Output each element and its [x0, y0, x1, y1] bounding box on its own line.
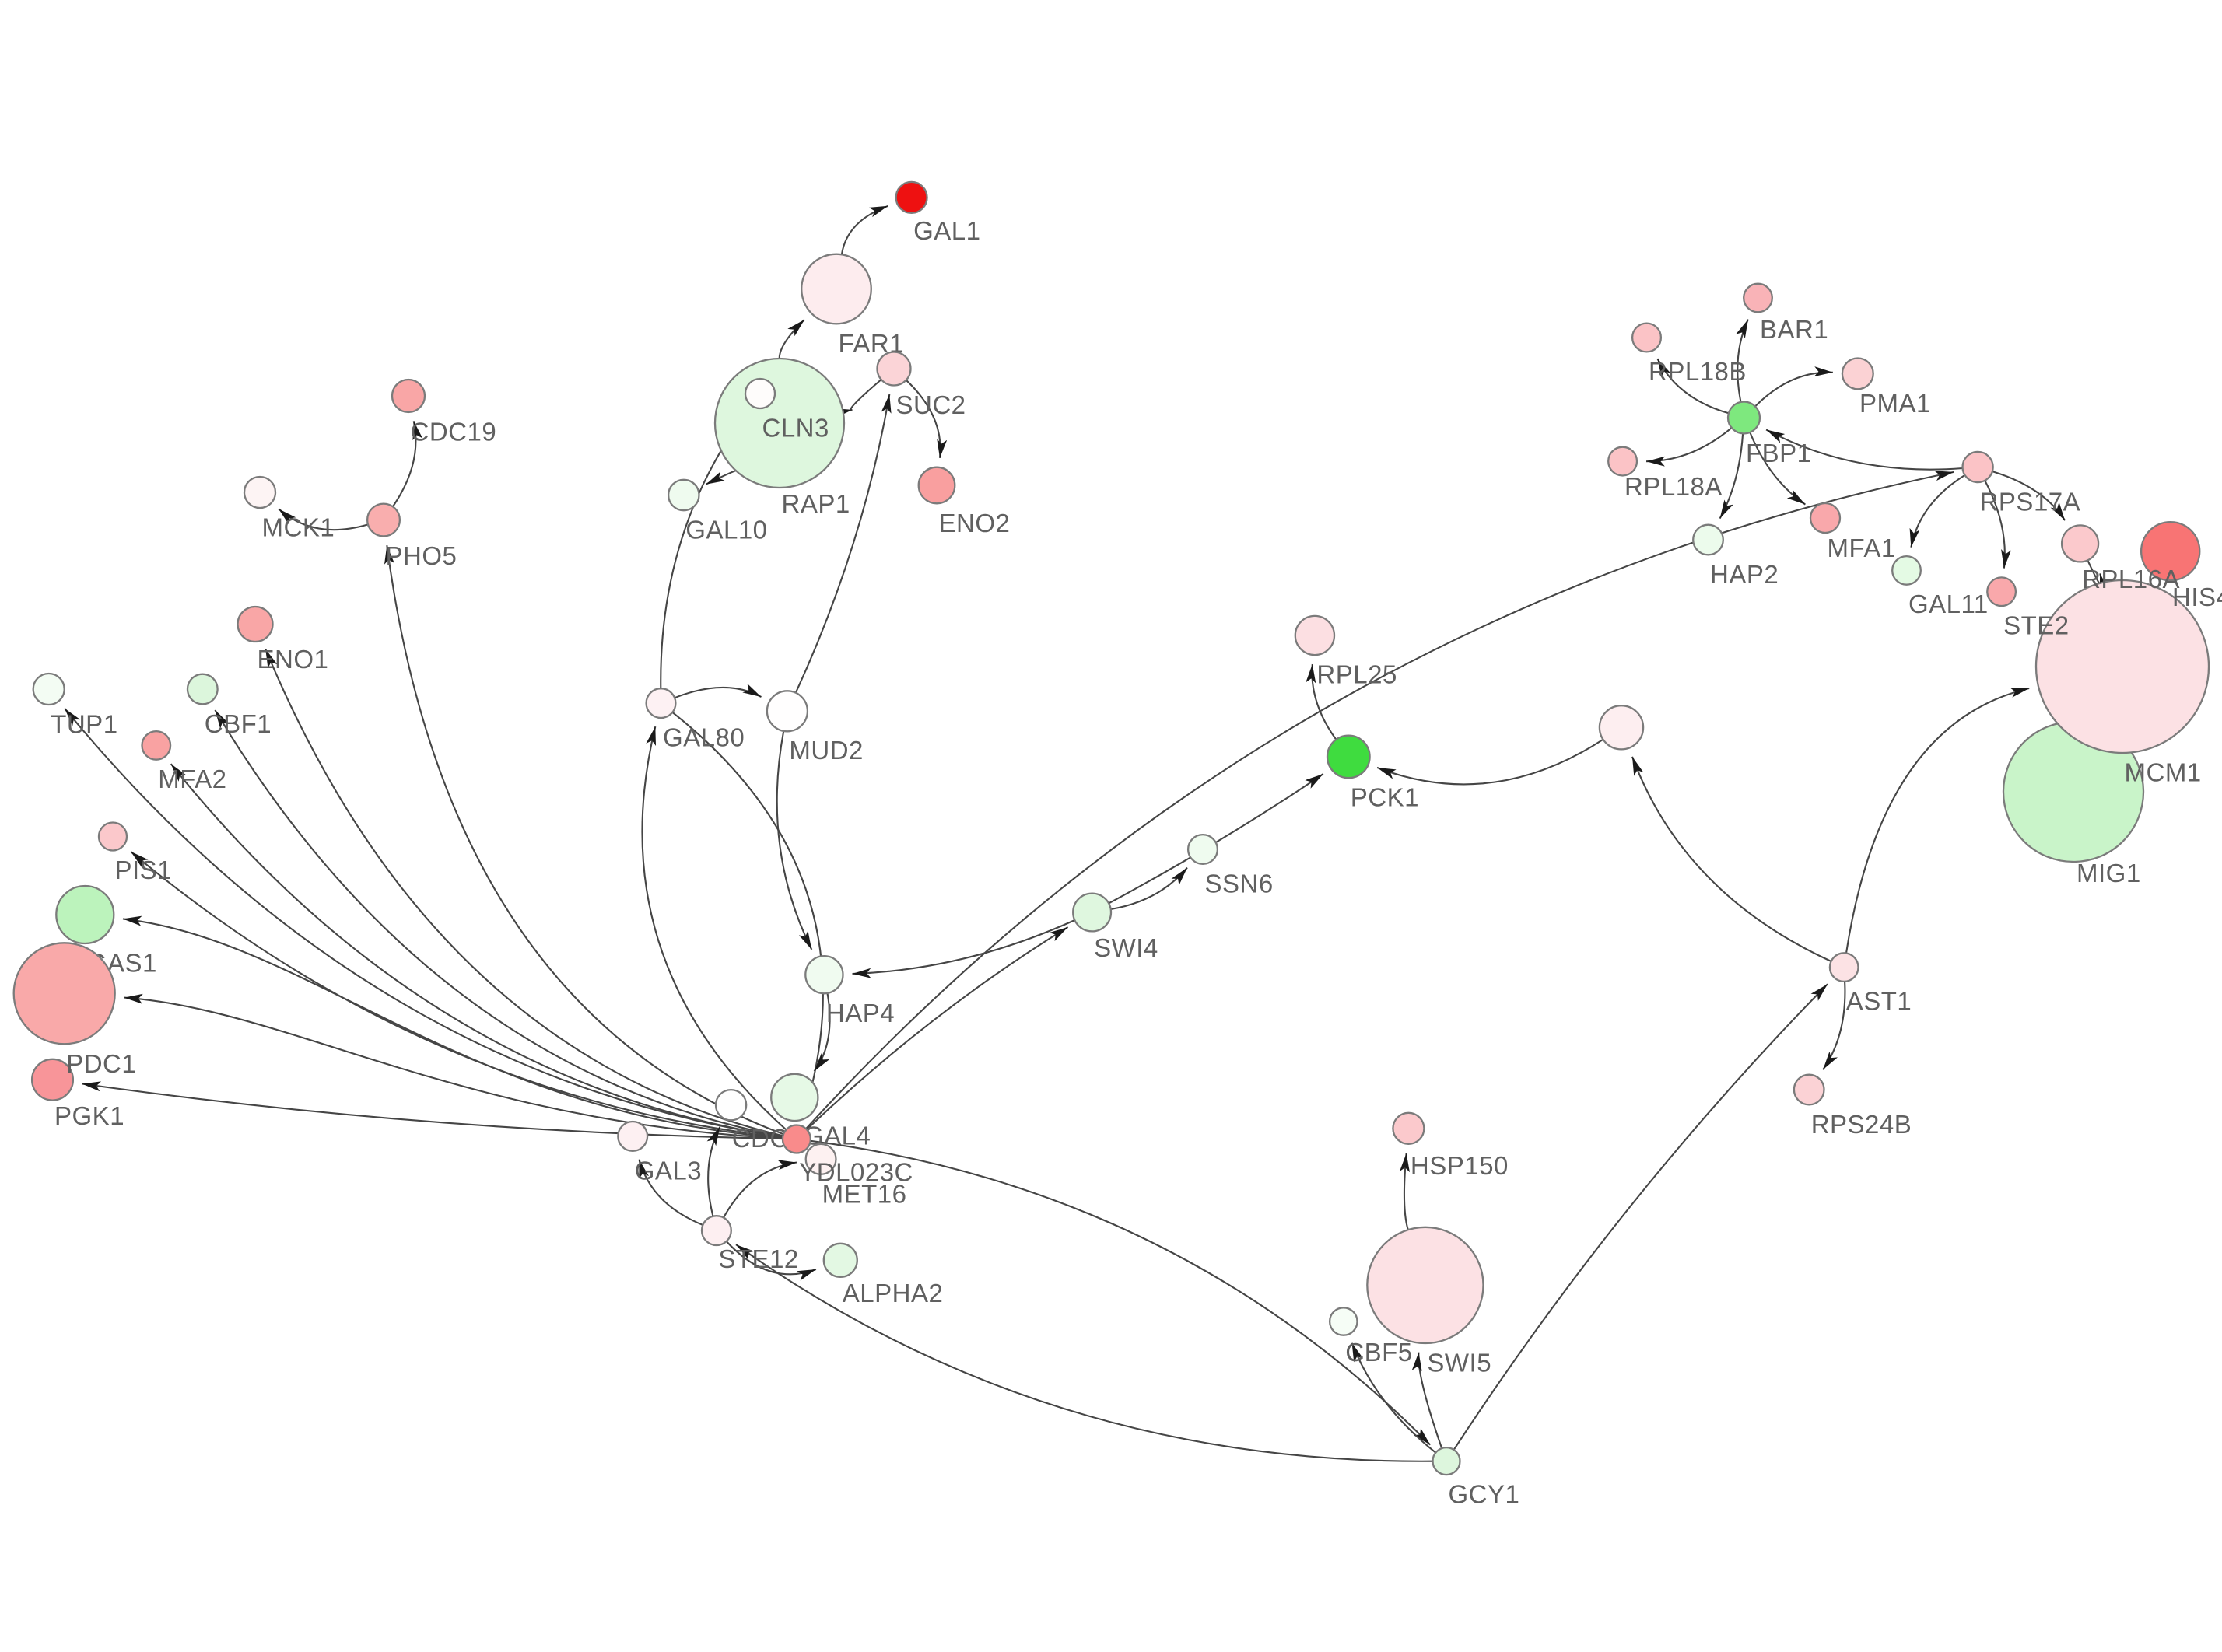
svg-text:PMA1: PMA1	[1859, 389, 1931, 418]
svg-text:ENO2: ENO2	[939, 509, 1011, 537]
svg-text:MCM1: MCM1	[2125, 758, 2202, 787]
svg-text:YDL023C: YDL023C	[799, 1158, 913, 1187]
svg-text:BAR1: BAR1	[1760, 315, 1828, 344]
svg-text:AST1: AST1	[1846, 986, 1912, 1015]
svg-text:GAL80: GAL80	[663, 723, 745, 752]
svg-text:MFA2: MFA2	[158, 765, 226, 793]
svg-text:ALPHA2: ALPHA2	[843, 1279, 944, 1307]
svg-text:SWI5: SWI5	[1427, 1349, 1491, 1377]
svg-text:GCY1: GCY1	[1449, 1480, 1520, 1509]
svg-text:TUP1: TUP1	[51, 710, 117, 739]
svg-text:MCK1: MCK1	[262, 513, 335, 542]
svg-text:SUC2: SUC2	[896, 390, 966, 419]
svg-text:STE12: STE12	[718, 1244, 798, 1273]
svg-text:MUD2: MUD2	[789, 736, 864, 765]
svg-text:PDC1: PDC1	[66, 1049, 136, 1078]
svg-text:SWI4: SWI4	[1094, 933, 1158, 962]
svg-text:MFA1: MFA1	[1828, 534, 1896, 562]
svg-text:CBF1: CBF1	[205, 709, 272, 738]
svg-text:FBP1: FBP1	[1746, 439, 1812, 467]
svg-text:SSN6: SSN6	[1205, 869, 1274, 898]
svg-text:HAP4: HAP4	[826, 999, 895, 1027]
svg-text:RPL16A: RPL16A	[2082, 565, 2180, 593]
svg-text:CLN3: CLN3	[762, 414, 829, 443]
svg-text:PGK1: PGK1	[54, 1101, 124, 1130]
svg-text:HIS4: HIS4	[2172, 583, 2222, 611]
svg-text:MIG1: MIG1	[2077, 859, 2141, 887]
svg-text:PHO5: PHO5	[386, 541, 457, 570]
svg-text:PIS1: PIS1	[115, 856, 173, 884]
svg-text:CBF5: CBF5	[1345, 1338, 1412, 1367]
svg-text:STE2: STE2	[2003, 611, 2070, 640]
svg-text:HSP150: HSP150	[1411, 1151, 1509, 1180]
svg-text:MET16: MET16	[822, 1179, 907, 1208]
svg-text:RPS24B: RPS24B	[1811, 1110, 1912, 1139]
svg-text:RPS17A: RPS17A	[1980, 488, 2081, 516]
svg-text:RAP1: RAP1	[782, 489, 850, 518]
svg-text:GAL1: GAL1	[913, 216, 980, 245]
svg-text:RPL18A: RPL18A	[1624, 472, 1723, 501]
svg-text:CDC19: CDC19	[411, 418, 497, 446]
svg-text:GAL3: GAL3	[635, 1156, 702, 1185]
svg-text:GAL10: GAL10	[685, 516, 767, 544]
svg-text:RPL18B: RPL18B	[1649, 357, 1747, 386]
svg-text:HAP2: HAP2	[1710, 560, 1779, 589]
svg-text:PCK1: PCK1	[1351, 783, 1419, 812]
svg-text:GAL11: GAL11	[1908, 590, 1989, 618]
svg-text:RPL25: RPL25	[1316, 660, 1397, 689]
svg-text:ENO1: ENO1	[258, 645, 329, 674]
